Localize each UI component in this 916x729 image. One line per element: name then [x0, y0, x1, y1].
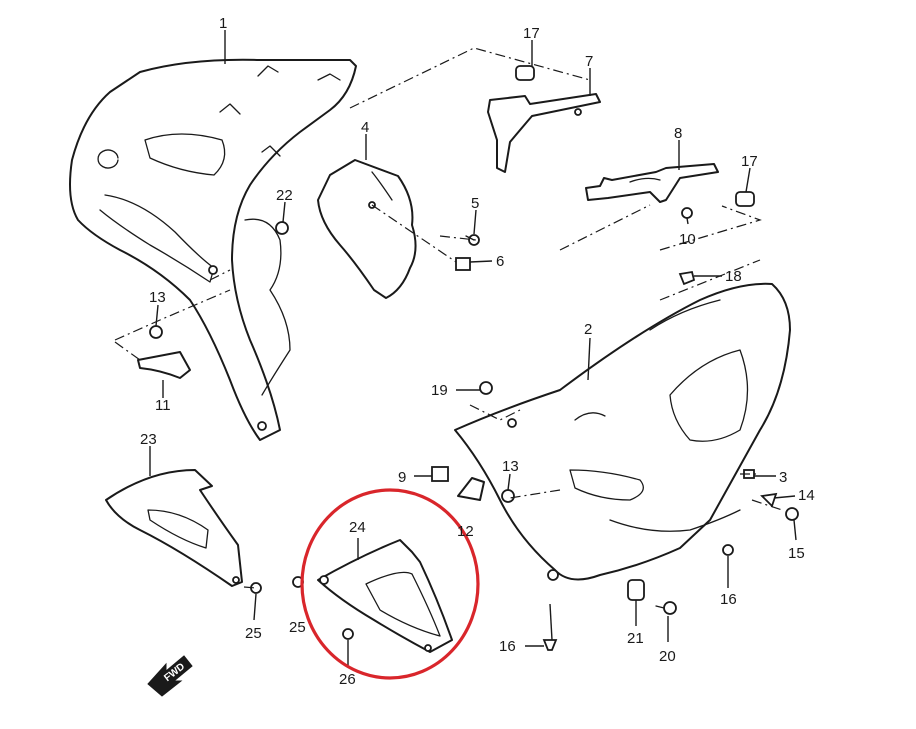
screw-19: [479, 381, 493, 395]
screw-10: [681, 207, 693, 219]
highlight-ring: [300, 488, 480, 680]
callout-labels: 1 2 3 4 5 6 7 8 9 10 11 12 13 13 14 15 1…: [140, 15, 815, 688]
callout-11: 11: [155, 397, 171, 414]
callout-19: 19: [431, 382, 448, 399]
callout-17-right: 17: [741, 153, 758, 170]
grommet-21: [627, 579, 645, 601]
callout-15: 15: [788, 545, 805, 562]
fwd-arrow-icon: FWD: [147, 655, 193, 697]
leader-lines: [149, 30, 797, 668]
screw-22: [275, 221, 289, 235]
callout-16-right: 16: [720, 591, 737, 608]
callout-3: 3: [779, 469, 787, 486]
hardware: [137, 65, 799, 651]
bolt-15: [785, 507, 799, 521]
screw-13b: [501, 489, 515, 503]
grommet-17a: [515, 65, 535, 81]
nut-9: [431, 466, 449, 482]
callout-10: 10: [679, 231, 696, 248]
assembly-lines: [114, 47, 783, 589]
callout-9: 9: [398, 469, 406, 486]
screw-13a: [149, 325, 163, 339]
callout-6: 6: [496, 253, 504, 270]
part-24-side-panel: [317, 539, 453, 653]
callout-7: 7: [585, 53, 593, 70]
callout-21: 21: [627, 630, 644, 647]
part-23-side-panel: [105, 469, 243, 587]
callout-8: 8: [674, 125, 682, 142]
part-7-bracket: [487, 93, 601, 173]
callout-16-lower: 16: [499, 638, 516, 655]
screw-16b: [542, 639, 558, 651]
clip-12: [457, 477, 485, 501]
callout-13-upper: 13: [149, 289, 166, 306]
callout-1: 1: [219, 15, 227, 32]
callout-13-lower: 13: [502, 458, 519, 475]
callout-18: 18: [725, 268, 742, 285]
callout-25-right: 25: [289, 619, 306, 636]
screw-26: [342, 628, 354, 640]
callout-23: 23: [140, 431, 157, 448]
nut-6: [455, 257, 471, 271]
screw-16a: [722, 544, 734, 556]
callout-20: 20: [659, 648, 676, 665]
callout-24: 24: [349, 519, 366, 536]
screw-18: [678, 270, 696, 286]
callout-17-top: 17: [523, 25, 540, 42]
callout-26: 26: [339, 671, 356, 688]
clip-14: [760, 492, 778, 508]
bolt-20: [663, 601, 677, 615]
clip-11: [137, 351, 191, 379]
grommet-17b: [735, 191, 755, 207]
part-1-upper-cowling: [69, 58, 357, 441]
callout-4: 4: [361, 119, 369, 136]
callout-5: 5: [471, 195, 479, 212]
part-8-bracket: [585, 163, 719, 203]
part-2-lower-cowling: [454, 282, 791, 581]
callout-22: 22: [276, 187, 293, 204]
callout-14: 14: [798, 487, 815, 504]
callout-12: 12: [457, 523, 474, 540]
callout-25-left: 25: [245, 625, 262, 642]
callout-2: 2: [584, 321, 592, 338]
part-4-inner-panel: [317, 159, 417, 299]
